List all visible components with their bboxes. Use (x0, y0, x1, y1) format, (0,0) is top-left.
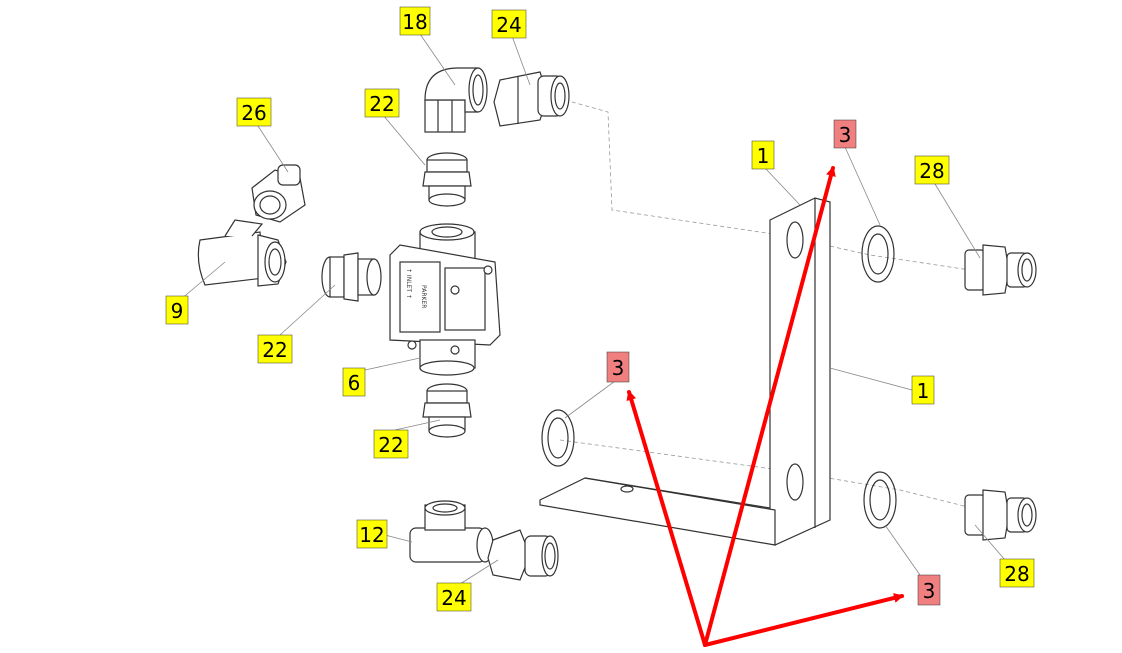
label-26: 26 (236, 97, 272, 127)
valve-brand-text: PARKER (420, 285, 427, 308)
label-22-top: 22 (364, 88, 400, 118)
elbow-fitting (424, 67, 488, 133)
svg-text:22: 22 (369, 92, 394, 116)
svg-text:3: 3 (612, 356, 625, 380)
valve-inlet-text: ↑ INLET ↑ (405, 268, 412, 299)
label-1-top: 1 (751, 140, 775, 170)
label-6: 6 (342, 367, 366, 397)
svg-text:3: 3 (923, 579, 936, 603)
svg-text:6: 6 (348, 371, 361, 395)
assembly-centerlines (559, 99, 1001, 516)
label-18: 18 (399, 6, 431, 36)
svg-text:1: 1 (757, 144, 770, 168)
svg-text:22: 22 (378, 433, 403, 457)
bracket-hole-lower (786, 463, 804, 501)
svg-text:28: 28 (1004, 562, 1029, 586)
svg-text:22: 22 (262, 338, 287, 362)
arrow-to-left-washer (626, 390, 707, 647)
washers (541, 225, 897, 529)
callout-labels: 18 24 26 22 3 1 28 9 22 6 3 1 22 12 24 3… (165, 6, 1035, 612)
svg-text:9: 9 (171, 299, 184, 323)
bulkhead-connectors (964, 244, 1037, 541)
nut-fitting-bottom (487, 529, 559, 581)
mounting-bracket (539, 197, 831, 546)
label-22-bottom: 22 (373, 429, 409, 459)
tee-fitting-bottom (409, 500, 494, 563)
label-28-top: 28 (914, 155, 950, 185)
arrow-to-lower-washer (703, 593, 904, 647)
leader-lines (179, 33, 1006, 585)
label-28-bottom: 28 (999, 558, 1035, 588)
bracket-hole-upper (786, 221, 804, 259)
label-24-bottom: 24 (436, 582, 472, 612)
tee-fitting-branch (197, 219, 287, 287)
label-3-top: 3 (833, 119, 857, 149)
label-3-mid: 3 (606, 351, 630, 383)
label-12: 12 (356, 519, 388, 549)
svg-text:24: 24 (496, 13, 521, 37)
label-3-bottom: 3 (917, 574, 941, 606)
highlight-arrows (626, 166, 904, 647)
arrow-to-upper-washer (703, 166, 836, 647)
label-1-right: 1 (911, 375, 935, 405)
label-22-left: 22 (257, 334, 293, 364)
svg-text:28: 28 (919, 159, 944, 183)
svg-text:26: 26 (241, 101, 266, 125)
svg-text:1: 1 (917, 379, 930, 403)
label-9: 9 (165, 295, 189, 325)
nut-fitting-top (493, 71, 570, 127)
valve-body: ↑ INLET ↑ PARKER (389, 223, 501, 376)
svg-text:3: 3 (839, 123, 852, 147)
label-24-top: 24 (491, 9, 527, 39)
svg-text:12: 12 (359, 523, 384, 547)
svg-text:24: 24 (441, 586, 466, 610)
nipple-fittings (321, 152, 472, 438)
bracket-hole-base (620, 485, 634, 493)
cap-nut-fitting (251, 164, 306, 223)
svg-text:18: 18 (402, 10, 427, 34)
